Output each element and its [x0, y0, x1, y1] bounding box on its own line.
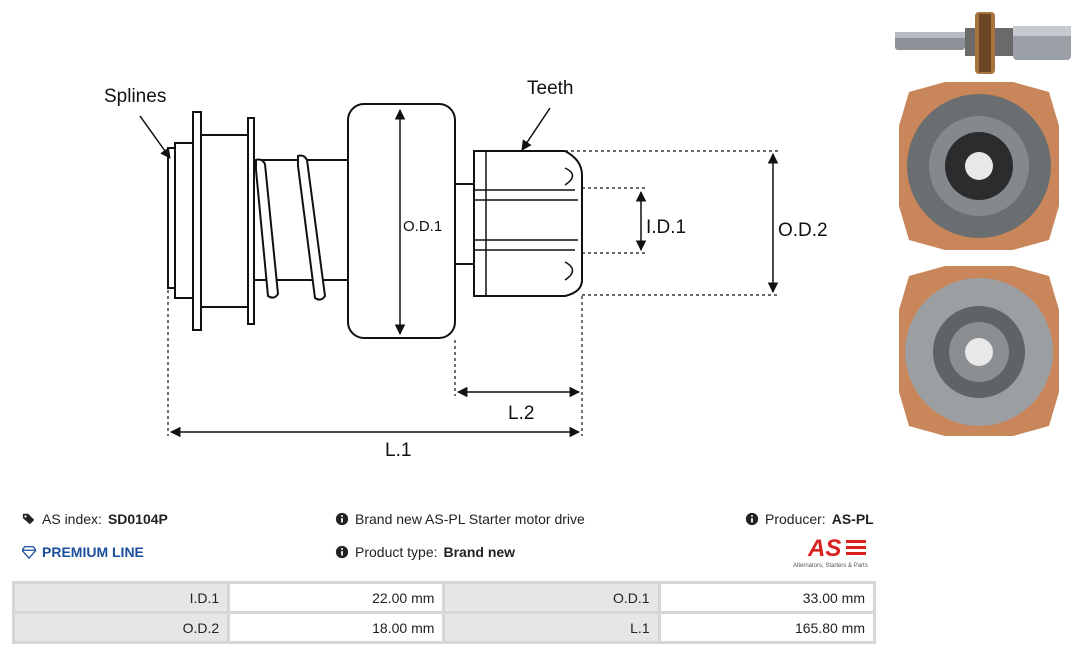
- product-photo-side: [895, 12, 1071, 74]
- as-index-label: AS index:: [42, 511, 102, 527]
- info-icon: [745, 512, 759, 526]
- drive-flange: [192, 111, 202, 331]
- splines-end: [167, 147, 176, 289]
- spec-label: O.D.2: [15, 614, 228, 641]
- od1-label: O.D.1: [403, 218, 442, 235]
- spec-label: L.1: [445, 614, 658, 641]
- info-icon: [335, 545, 349, 559]
- pinion-shaft: [454, 183, 475, 265]
- splines-label: Splines: [104, 86, 166, 107]
- description: Brand new AS-PL Starter motor drive: [335, 511, 585, 527]
- logo-text: AS: [807, 535, 841, 562]
- l2-label: L.2: [508, 403, 534, 424]
- pinion-gear: [473, 150, 583, 297]
- spec-value: 22.00 mm: [230, 584, 443, 611]
- product-type: Product type: Brand new: [335, 544, 515, 560]
- table-row: O.D.2 18.00 mm L.1 165.80 mm: [15, 614, 873, 641]
- as-index-value: SD0104P: [107, 511, 168, 527]
- spec-value: 33.00 mm: [660, 584, 873, 611]
- tags-icon: [22, 513, 35, 525]
- teeth-label: Teeth: [527, 78, 573, 99]
- teeth-leader: [521, 107, 551, 151]
- drive-body: [200, 134, 249, 308]
- product-photo-front: [899, 82, 1059, 250]
- spring-coil: [255, 158, 280, 299]
- product-type-value: Brand new: [443, 544, 516, 560]
- table-row: I.D.1 22.00 mm O.D.1 33.00 mm: [15, 584, 873, 611]
- splines-leader: [139, 115, 171, 159]
- producer: Producer: AS-PL: [745, 511, 874, 527]
- diamond-icon: [22, 546, 36, 559]
- product-photo-back: [899, 266, 1059, 436]
- description-text: Brand new AS-PL Starter motor drive: [355, 511, 585, 527]
- od2-label: O.D.2: [778, 220, 828, 241]
- specs-table: I.D.1 22.00 mm O.D.1 33.00 mm O.D.2 18.0…: [12, 581, 876, 644]
- spec-label: O.D.1: [445, 584, 658, 611]
- l1-label: L.1: [385, 440, 411, 461]
- spec-value: 165.80 mm: [660, 614, 873, 641]
- as-index: AS index: SD0104P: [22, 511, 168, 527]
- producer-label: Producer:: [765, 511, 826, 527]
- spec-value: 18.00 mm: [230, 614, 443, 641]
- premium-label: PREMIUM LINE: [42, 544, 144, 560]
- id1-label: I.D.1: [646, 217, 686, 238]
- premium-line: PREMIUM LINE: [22, 544, 144, 560]
- spec-label: I.D.1: [15, 584, 228, 611]
- spring-coil: [297, 154, 327, 301]
- info-icon: [335, 512, 349, 526]
- technical-drawing: Splines Teeth O.D.1 I.D.1 O.D.2 L.2 L.1: [104, 78, 828, 461]
- producer-value: AS-PL: [831, 511, 874, 527]
- drive-collar: [174, 142, 194, 299]
- as-pl-logo: AS Alternators, Starters & Parts: [793, 535, 868, 569]
- product-type-label: Product type:: [355, 544, 438, 560]
- logo-tagline: Alternators, Starters & Parts: [793, 563, 868, 569]
